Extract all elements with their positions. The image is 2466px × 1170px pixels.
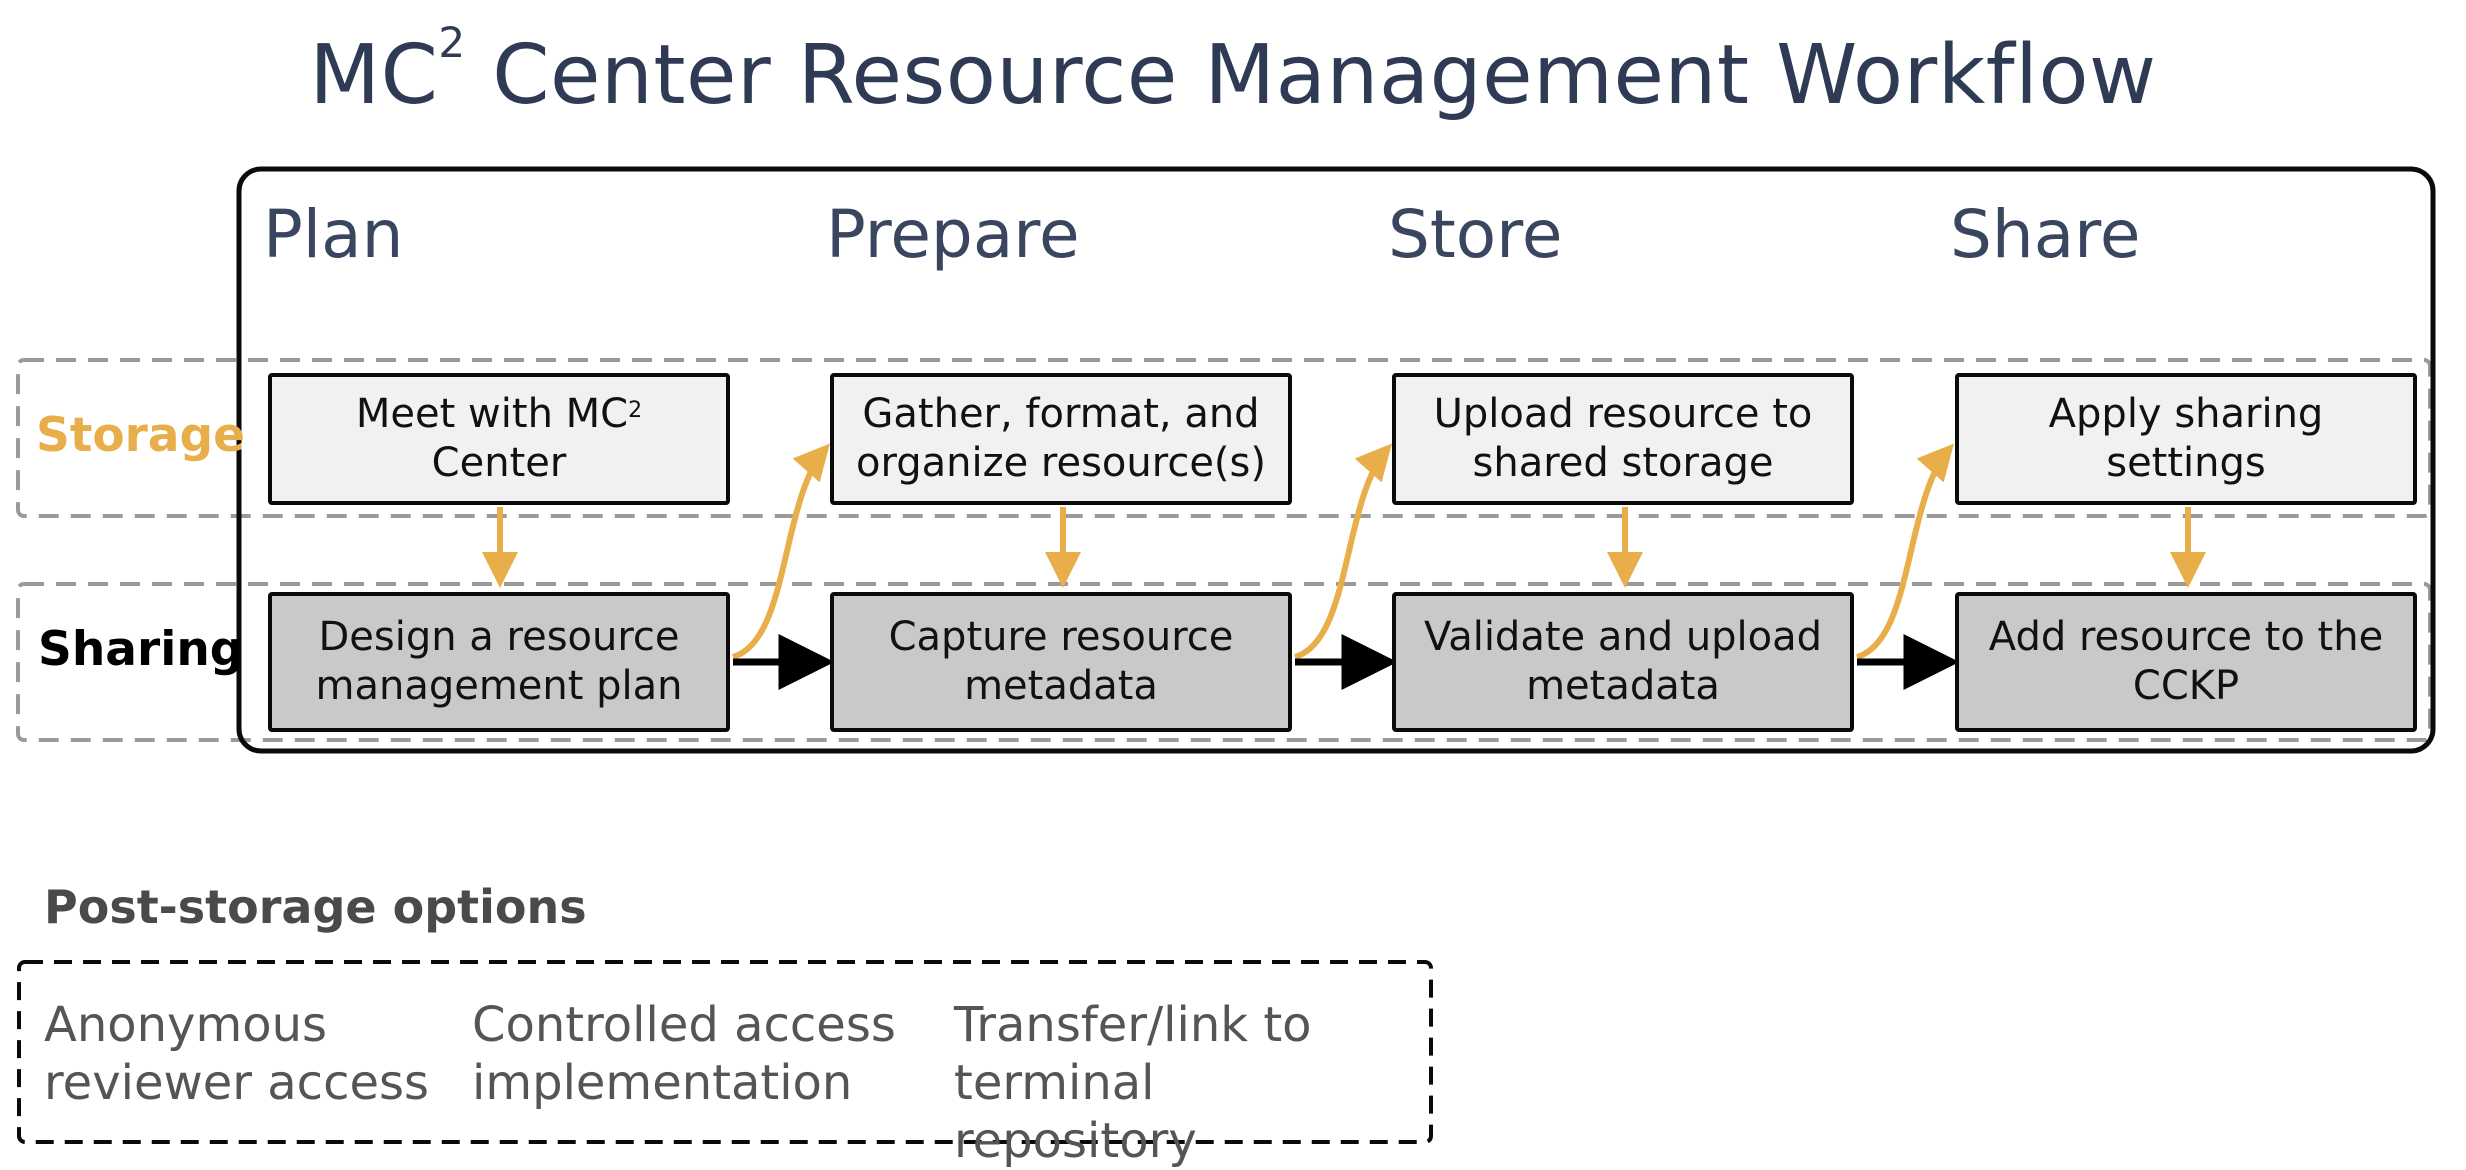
sharing-step-share-text: Add resource to the CCKP: [1988, 614, 2384, 709]
storage-step-prepare-text: Gather, format, and organize resource(s): [856, 391, 1266, 486]
title-rest: Center Resource Management Workflow: [465, 28, 2157, 123]
option-terminal-repository: Transfer/link to terminal repository: [954, 997, 1312, 1169]
sharing-lane-band: [16, 582, 2432, 742]
option-controlled-access: Controlled access implementation: [472, 997, 896, 1111]
lane-label-storage: Storage: [36, 408, 246, 463]
phase-store: Store: [1388, 196, 1563, 273]
storage-step-share-text: Apply sharing settings: [2048, 391, 2324, 486]
sharing-step-share: Add resource to the CCKP: [1955, 592, 2417, 732]
sharing-step-prepare: Capture resource metadata: [830, 592, 1292, 732]
storage-step-prepare: Gather, format, and organize resource(s): [830, 373, 1292, 505]
sharing-step-plan: Design a resource management plan: [268, 592, 730, 732]
lane-label-sharing: Sharing: [38, 622, 244, 677]
phase-share: Share: [1950, 196, 2141, 273]
sharing-step-store: Validate and upload metadata: [1392, 592, 1854, 732]
title-superscript: 2: [438, 18, 466, 67]
arrow-plan-to-prepare-storage: [731, 443, 830, 660]
workflow-frame: [236, 166, 2436, 754]
sharing-step-store-text: Validate and upload metadata: [1423, 614, 1823, 709]
sharing-step-plan-text: Design a resource management plan: [315, 614, 683, 709]
storage-step-share: Apply sharing settings: [1955, 373, 2417, 505]
phase-prepare: Prepare: [826, 196, 1080, 273]
arrow-store-to-share-storage: [1855, 443, 1954, 660]
storage-lane-band: [16, 358, 2432, 518]
option-anonymous-reviewer: Anonymous reviewer access: [44, 997, 430, 1111]
storage-step-store-text: Upload resource to shared storage: [1433, 391, 1813, 486]
post-storage-box: [17, 960, 1433, 1144]
sharing-step-prepare-text: Capture resource metadata: [888, 614, 1234, 709]
title-main: MC: [309, 28, 439, 123]
storage-step-plan-rest: Center: [431, 440, 567, 486]
phase-plan: Plan: [263, 196, 404, 273]
diagram-title: MC2 Center Resource Management Workflow: [0, 18, 2466, 123]
storage-step-plan-sup: 2: [628, 398, 643, 423]
arrow-prepare-to-store-storage: [1293, 443, 1392, 660]
storage-step-plan-main: Meet with MC: [355, 391, 629, 437]
storage-step-store: Upload resource to shared storage: [1392, 373, 1854, 505]
post-storage-title: Post-storage options: [44, 880, 587, 934]
